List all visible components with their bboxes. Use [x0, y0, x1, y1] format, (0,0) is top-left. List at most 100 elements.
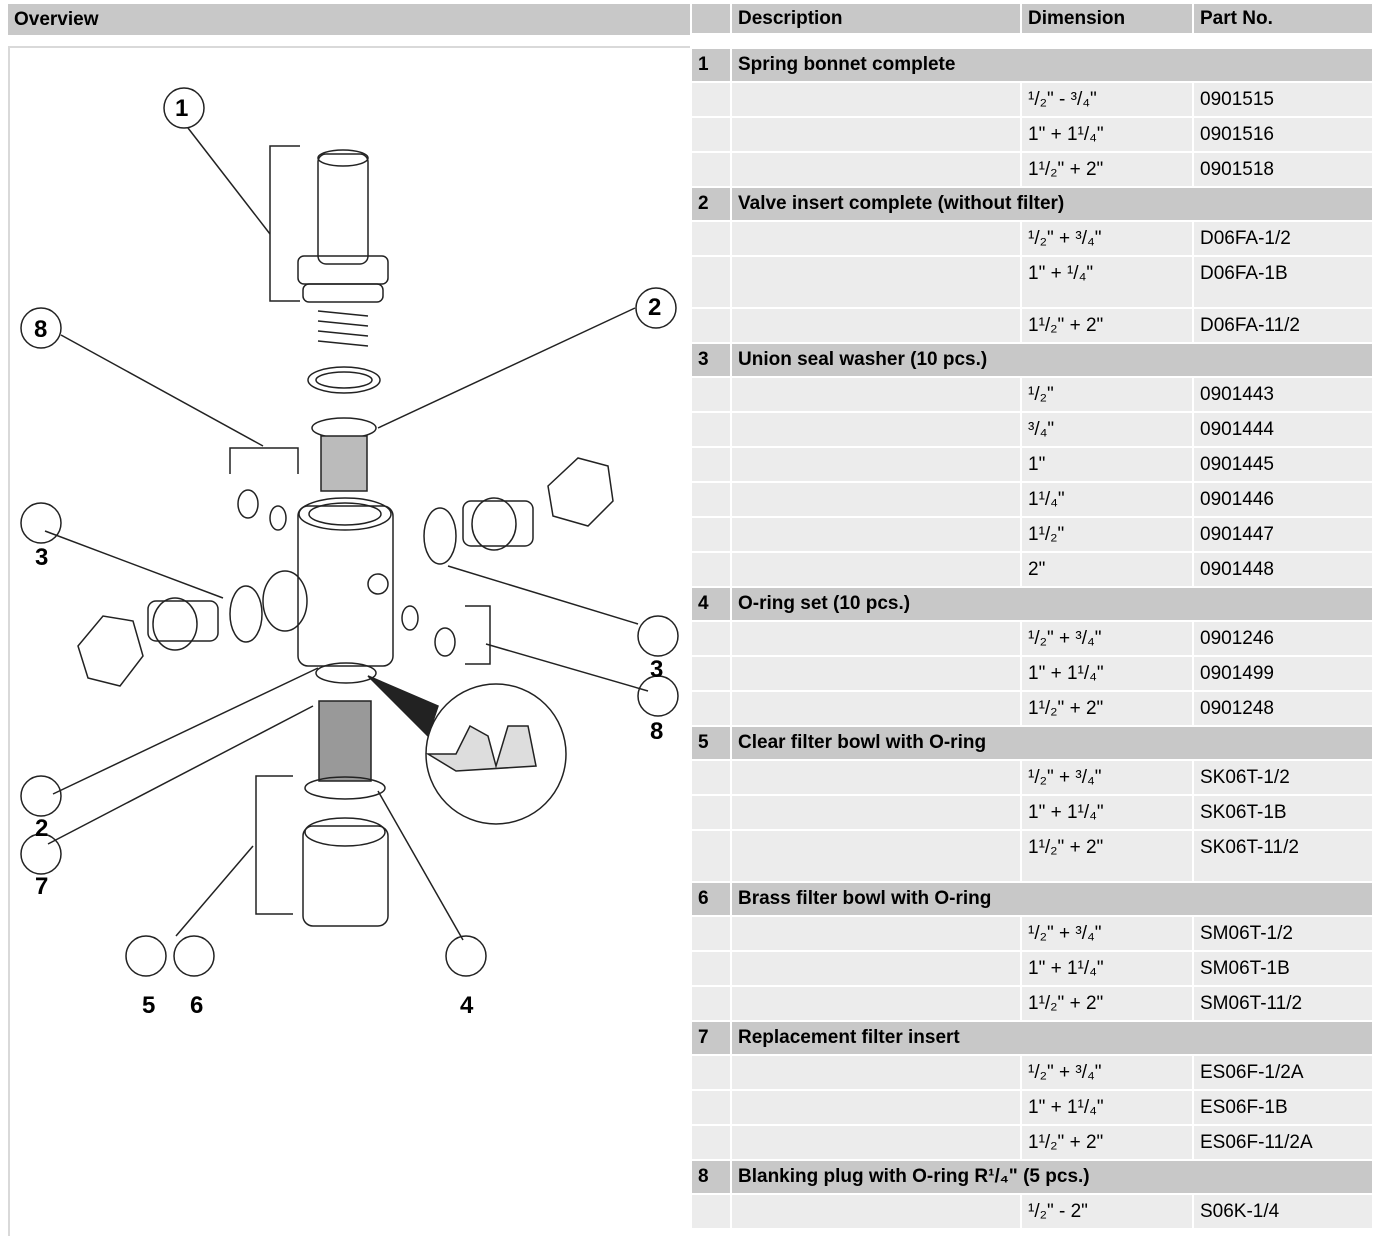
dimension-cell: ¹/₂" - ³/₄"	[1020, 83, 1192, 118]
category-title: Spring bonnet complete	[730, 49, 1372, 83]
category-number: 8	[690, 1161, 730, 1195]
dimension-cell: ¹/₂"	[1020, 378, 1192, 413]
table-row: 1¹/₂" + 2"D06FA-11/2	[690, 309, 1372, 344]
row-description-cell	[730, 622, 1020, 657]
dimension-cell: 1" + 1¹/₄"	[1020, 796, 1192, 831]
part-number-cell: 0901444	[1192, 413, 1372, 448]
part-number-cell: ES06F-11/2A	[1192, 1126, 1372, 1161]
table-row: ¹/₂" + ³/₄"D06FA-1/2	[690, 222, 1372, 257]
col-header-description: Description	[730, 4, 1020, 35]
dimension-cell: 1" + 1¹/₄"	[1020, 952, 1192, 987]
row-description-cell	[730, 309, 1020, 344]
row-description-cell	[730, 378, 1020, 413]
table-row: 1"0901445	[690, 448, 1372, 483]
dimension-cell: 1" + 1¹/₄"	[1020, 1091, 1192, 1126]
part-number-cell: D06FA-1/2	[1192, 222, 1372, 257]
row-number-cell	[690, 483, 730, 518]
part-number-cell: 0901443	[1192, 378, 1372, 413]
row-number-cell	[690, 153, 730, 188]
part-number-cell: 0901515	[1192, 83, 1372, 118]
category-number: 4	[690, 588, 730, 622]
dimension-cell: ¹/₂" + ³/₄"	[1020, 917, 1192, 952]
row-number-cell	[690, 692, 730, 727]
table-row: 1¹/₂" + 2"ES06F-11/2A	[690, 1126, 1372, 1161]
dimension-cell: 2"	[1020, 553, 1192, 588]
row-number-cell	[690, 413, 730, 448]
row-number-cell	[690, 553, 730, 588]
dimension-cell: 1" + 1¹/₄"	[1020, 118, 1192, 153]
row-description-cell	[730, 952, 1020, 987]
table-row: 1" + 1¹/₄"0901516	[690, 118, 1372, 153]
category-title: Replacement filter insert	[730, 1022, 1372, 1056]
part-number-cell: 0901446	[1192, 483, 1372, 518]
part-number-cell: D06FA-11/2	[1192, 309, 1372, 344]
part-number-cell: SM06T-11/2	[1192, 987, 1372, 1022]
callout-4: 4	[460, 992, 474, 1019]
row-number-cell	[690, 657, 730, 692]
category-number: 5	[690, 727, 730, 761]
part-number-cell: 0901248	[1192, 692, 1372, 727]
dimension-cell: ¹/₂" + ³/₄"	[1020, 761, 1192, 796]
callout-6: 6	[190, 992, 204, 1019]
row-number-cell	[690, 1195, 730, 1230]
part-number-cell: SK06T-1/2	[1192, 761, 1372, 796]
category-number: 1	[690, 49, 730, 83]
category-title: Clear filter bowl with O-ring	[730, 727, 1372, 761]
row-number-cell	[690, 378, 730, 413]
dimension-cell: ¹/₂" + ³/₄"	[1020, 222, 1192, 257]
table-row: 1" + 1¹/₄"SK06T-1B	[690, 796, 1372, 831]
row-number-cell	[690, 118, 730, 153]
dimension-cell: 1¹/₂" + 2"	[1020, 309, 1192, 344]
dimension-cell: ¹/₂" + ³/₄"	[1020, 622, 1192, 657]
overview-panel	[8, 46, 690, 1236]
table-row: ¹/₂" + ³/₄"0901246	[690, 622, 1372, 657]
part-number-cell: 0901246	[1192, 622, 1372, 657]
category-title: Union seal washer (10 pcs.)	[730, 344, 1372, 378]
part-number-cell: 0901447	[1192, 518, 1372, 553]
table-row: ¹/₂" + ³/₄"SK06T-1/2	[690, 761, 1372, 796]
dimension-cell: 1" + 1¹/₄"	[1020, 657, 1192, 692]
row-number-cell	[690, 83, 730, 118]
row-description-cell	[730, 222, 1020, 257]
part-number-cell: 0901516	[1192, 118, 1372, 153]
category-title: Brass filter bowl with O-ring	[730, 883, 1372, 917]
row-description-cell	[730, 1195, 1020, 1230]
col-header-dimension: Dimension	[1020, 4, 1192, 35]
part-number-cell: SK06T-1B	[1192, 796, 1372, 831]
row-number-cell	[690, 917, 730, 952]
category-number: 3	[690, 344, 730, 378]
dimension-cell: 1¹/₂" + 2"	[1020, 1126, 1192, 1161]
row-number-cell	[690, 831, 730, 883]
dimension-cell: 1¹/₂" + 2"	[1020, 987, 1192, 1022]
row-description-cell	[730, 1056, 1020, 1091]
row-number-cell	[690, 1126, 730, 1161]
dimension-cell: 1¹/₂"	[1020, 518, 1192, 553]
row-number-cell	[690, 257, 730, 309]
table-row: 1¹/₄"0901446	[690, 483, 1372, 518]
row-number-cell	[690, 952, 730, 987]
part-number-cell: SK06T-11/2	[1192, 831, 1372, 883]
table-row: 1" + ¹/₄"D06FA-1B	[690, 257, 1372, 309]
callout-3-left: 3	[35, 544, 49, 571]
exploded-view-diagram	[20, 87, 679, 977]
part-number-cell: SM06T-1B	[1192, 952, 1372, 987]
part-number-cell: SM06T-1/2	[1192, 917, 1372, 952]
category-number: 6	[690, 883, 730, 917]
table-row: 1¹/₂"0901447	[690, 518, 1372, 553]
row-number-cell	[690, 1091, 730, 1126]
part-number-cell: 0901448	[1192, 553, 1372, 588]
dimension-cell: ¹/₂" - 2"	[1020, 1195, 1192, 1230]
row-description-cell	[730, 518, 1020, 553]
overview-header: Overview	[8, 4, 690, 35]
table-row: 1¹/₂" + 2"SM06T-11/2	[690, 987, 1372, 1022]
row-description-cell	[730, 553, 1020, 588]
row-number-cell	[690, 1056, 730, 1091]
